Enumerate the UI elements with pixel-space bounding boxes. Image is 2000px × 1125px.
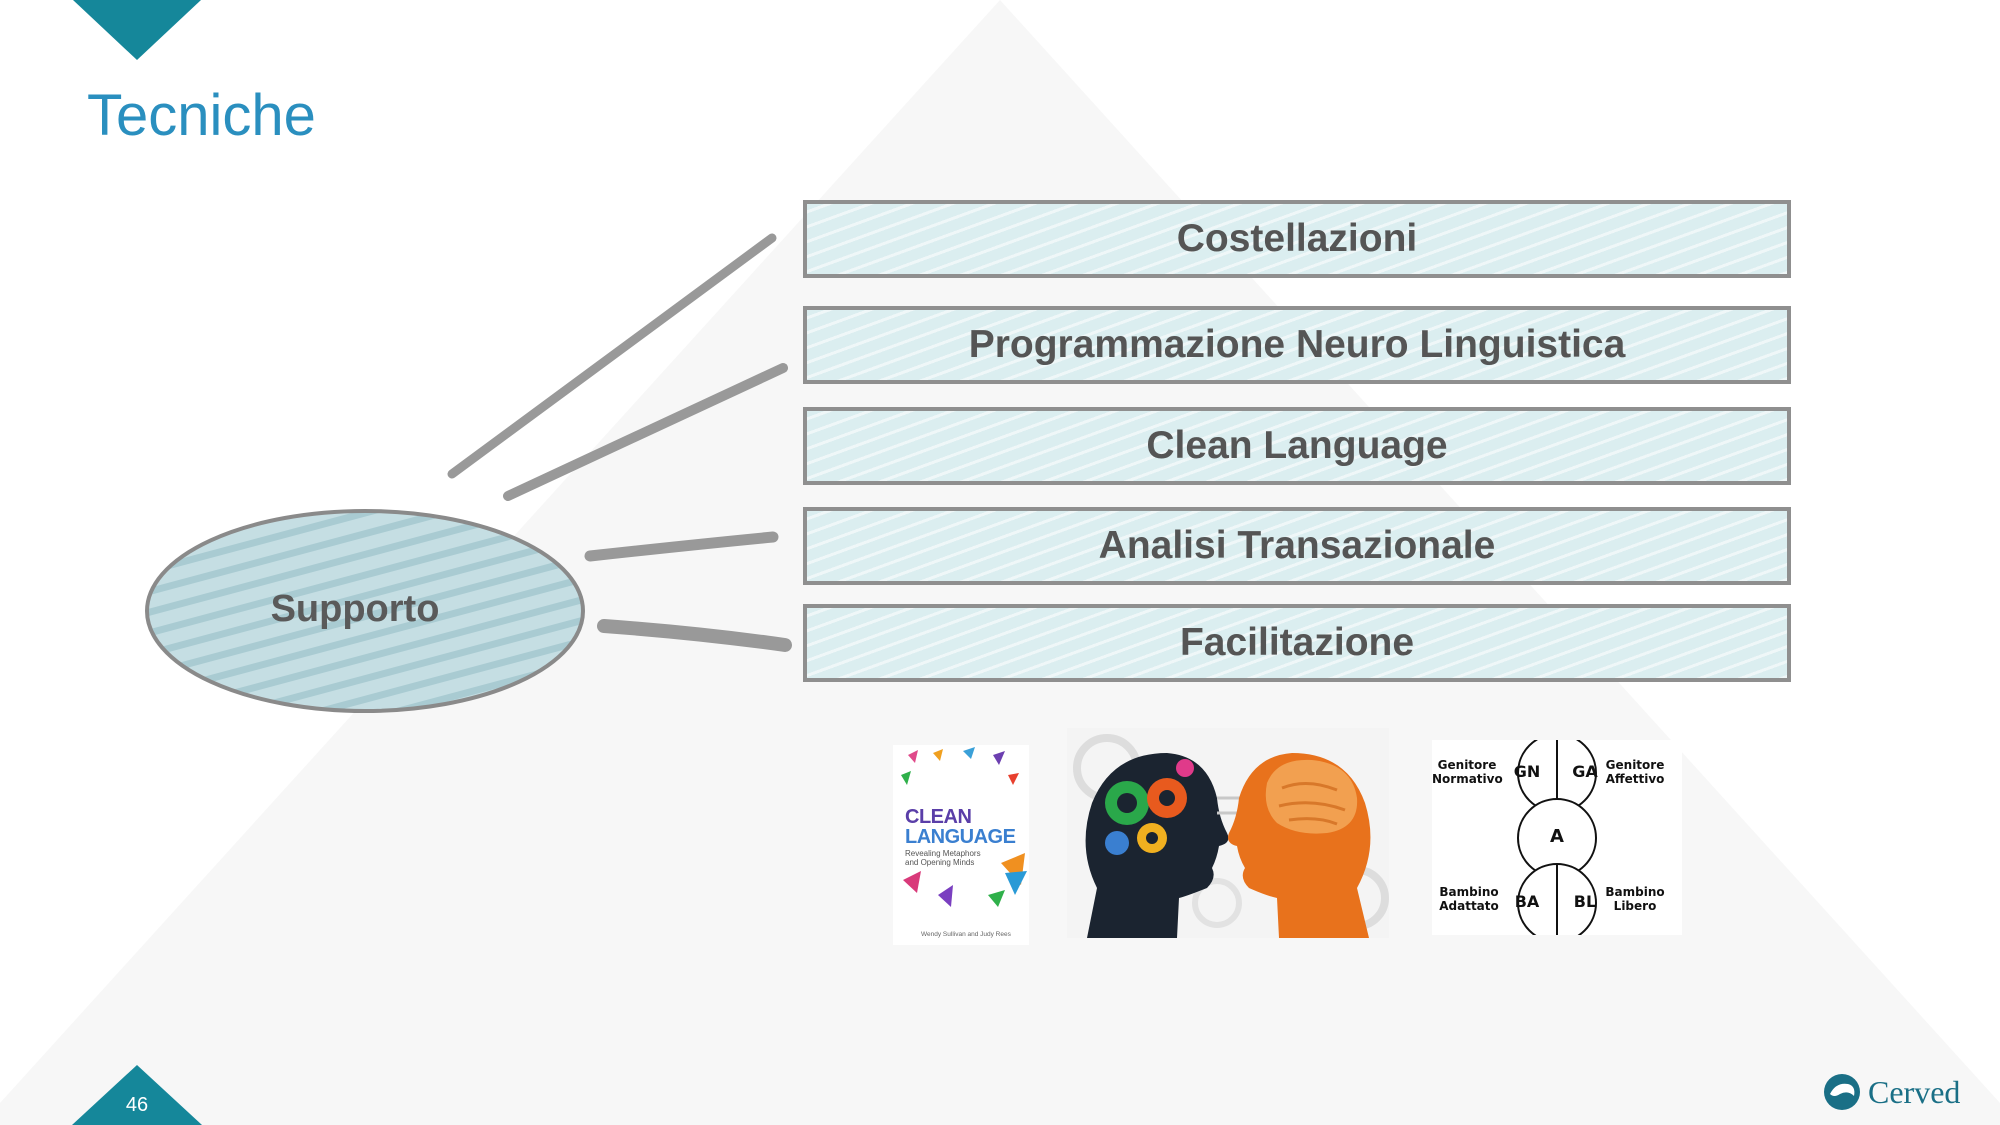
logo-text: Cerved bbox=[1868, 1073, 1961, 1110]
ta-genitore-normativo: Genitore Normativo bbox=[1432, 758, 1503, 786]
ta-label-line: Affettivo bbox=[1605, 772, 1665, 786]
top-accent-triangle bbox=[73, 0, 201, 60]
connector-line-2 bbox=[503, 363, 788, 501]
technique-label: Costellazioni bbox=[1176, 217, 1418, 260]
book-title: CLEAN LANGUAGE bbox=[905, 806, 1016, 848]
ta-label-line: Adattato bbox=[1439, 899, 1499, 913]
ta-genitore-affettivo: Genitore Affettivo bbox=[1600, 758, 1670, 786]
book-subtitle-line1: Revealing Metaphors bbox=[905, 849, 981, 858]
ta-ba: BA bbox=[1514, 892, 1540, 911]
ta-gn: GN bbox=[1513, 762, 1541, 781]
technique-box-pnl: Programmazione Neuro Linguistica bbox=[803, 306, 1791, 384]
hub-ellipse bbox=[145, 509, 585, 713]
hub-label: Supporto bbox=[270, 588, 440, 630]
technique-label: Analisi Transazionale bbox=[1098, 524, 1496, 567]
ta-ga: GA bbox=[1572, 762, 1598, 781]
book-title-line2: LANGUAGE bbox=[905, 826, 1016, 848]
technique-label: Facilitazione bbox=[1179, 621, 1415, 664]
page-number: 46 bbox=[125, 1094, 149, 1116]
slide-title: Tecniche bbox=[87, 83, 316, 148]
technique-box-facilitazione: Facilitazione bbox=[803, 604, 1791, 682]
technique-box-costellazioni: Costellazioni bbox=[803, 200, 1791, 278]
technique-label: Clean Language bbox=[1146, 424, 1448, 467]
ta-label-line: Libero bbox=[1613, 899, 1657, 913]
cerved-swirl-icon bbox=[1824, 1074, 1860, 1110]
ta-label-line: Genitore bbox=[1605, 758, 1665, 772]
ta-label-line: Normativo bbox=[1432, 772, 1503, 786]
technique-box-clean-language: Clean Language bbox=[803, 407, 1791, 485]
leaf-decoration-icon bbox=[901, 747, 1027, 907]
ta-label-line: Bambino bbox=[1439, 885, 1499, 899]
heads-illustration bbox=[1067, 728, 1389, 938]
connector-line-3 bbox=[584, 531, 779, 562]
clean-language-book-cover: CLEAN LANGUAGE Revealing Metaphors and O… bbox=[893, 745, 1029, 945]
book-subtitle-line2: and Opening Minds bbox=[905, 858, 975, 867]
book-authors: Wendy Sullivan and Judy Rees bbox=[921, 931, 1011, 938]
technique-box-analisi-transazionale: Analisi Transazionale bbox=[803, 507, 1791, 585]
ta-label-line: Bambino bbox=[1605, 885, 1665, 899]
transactional-analysis-diagram: GN GA A BA BL Genitore Normativo Genitor… bbox=[1432, 740, 1682, 935]
ta-bambino-libero: Bambino Libero bbox=[1600, 885, 1670, 913]
ta-bambino-adattato: Bambino Adattato bbox=[1434, 885, 1504, 913]
connector-line-1 bbox=[447, 233, 777, 479]
book-subtitle: Revealing Metaphors and Opening Minds bbox=[905, 849, 981, 867]
ta-a: A bbox=[1550, 826, 1564, 847]
cerved-logo: Cerved bbox=[1822, 1070, 1962, 1114]
connector-line-4 bbox=[597, 619, 792, 652]
technique-label: Programmazione Neuro Linguistica bbox=[968, 323, 1626, 366]
ta-bl: BL bbox=[1573, 892, 1597, 911]
ta-label-line: Genitore bbox=[1437, 758, 1497, 772]
ta-circles-icon bbox=[1517, 740, 1597, 935]
book-title-line1: CLEAN bbox=[905, 806, 972, 828]
bottom-accent-triangle bbox=[72, 1065, 202, 1125]
heads-gears-brain-icon bbox=[1067, 728, 1389, 938]
